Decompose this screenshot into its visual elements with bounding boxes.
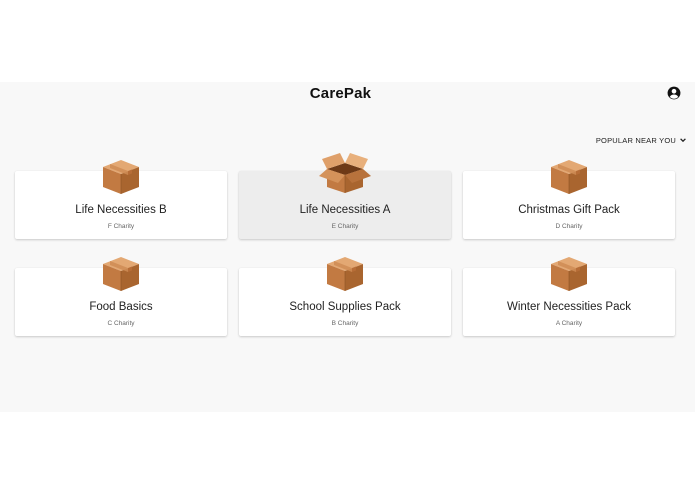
pack-charity: F Charity bbox=[107, 223, 135, 230]
open-box-icon bbox=[318, 149, 372, 195]
header: CarePak bbox=[0, 82, 695, 106]
pack-charity: E Charity bbox=[331, 223, 359, 230]
app-container: CarePak POPULAR NEAR YOU Life Necessitie… bbox=[0, 82, 695, 412]
sort-label: POPULAR NEAR YOU bbox=[595, 135, 676, 145]
pack-card[interactable]: Life Necessities B F Charity bbox=[15, 171, 227, 239]
closed-box-icon bbox=[549, 255, 589, 293]
app-title: CarePak bbox=[309, 85, 372, 102]
pack-title: School Supplies Pack bbox=[289, 301, 401, 313]
pack-card[interactable]: School Supplies Pack B Charity bbox=[239, 268, 451, 336]
chevron-down-icon bbox=[680, 138, 686, 143]
pack-charity: B Charity bbox=[331, 320, 359, 327]
pack-card[interactable]: Winter Necessities Pack A Charity bbox=[463, 268, 675, 336]
closed-box-icon bbox=[549, 158, 589, 196]
pack-card[interactable]: Christmas Gift Pack D Charity bbox=[463, 171, 675, 239]
pack-title: Life Necessities B bbox=[75, 204, 167, 216]
sort-dropdown[interactable]: POPULAR NEAR YOU bbox=[596, 134, 687, 146]
pack-title: Life Necessities A bbox=[299, 204, 391, 216]
pack-charity: C Charity bbox=[107, 320, 135, 327]
account-button[interactable] bbox=[667, 86, 681, 100]
account-circle-icon bbox=[667, 86, 681, 100]
closed-box-icon bbox=[101, 255, 141, 293]
pack-title: Christmas Gift Pack bbox=[518, 204, 620, 216]
closed-box-icon bbox=[325, 255, 365, 293]
pack-charity: A Charity bbox=[555, 320, 583, 327]
pack-title: Winter Necessities Pack bbox=[507, 301, 631, 313]
closed-box-icon bbox=[101, 158, 141, 196]
pack-charity: D Charity bbox=[555, 223, 583, 230]
pack-card[interactable]: Life Necessities A E Charity bbox=[239, 171, 451, 239]
pack-title: Food Basics bbox=[89, 301, 153, 313]
pack-card[interactable]: Food Basics C Charity bbox=[15, 268, 227, 336]
